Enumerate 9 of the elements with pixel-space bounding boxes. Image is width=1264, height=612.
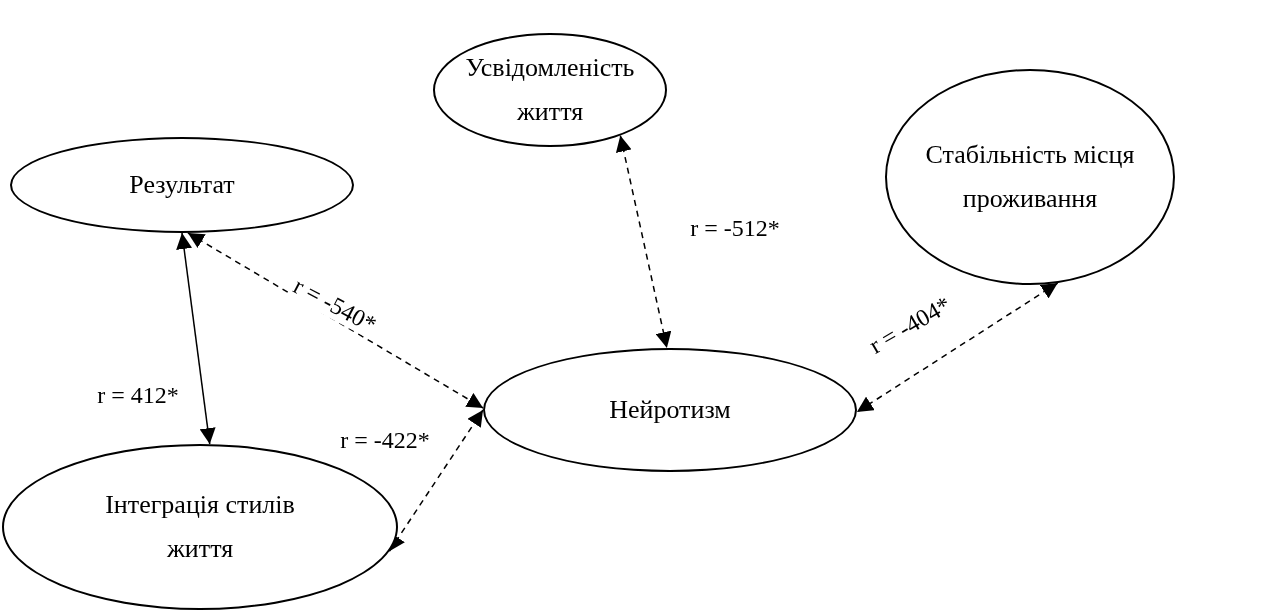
node-label: Результат bbox=[129, 169, 235, 201]
connector-arrow bbox=[176, 232, 216, 445]
node-label: Нейротизм bbox=[609, 394, 731, 426]
connector-arrow bbox=[388, 409, 484, 552]
node-label: Усвідомленість життя bbox=[464, 52, 636, 128]
connector-arrow bbox=[856, 282, 1059, 413]
node-label: Стабільність місця проживання bbox=[924, 139, 1136, 215]
connector-arrow bbox=[615, 134, 672, 349]
node-label: Інтеграція стилів життя bbox=[104, 489, 296, 565]
